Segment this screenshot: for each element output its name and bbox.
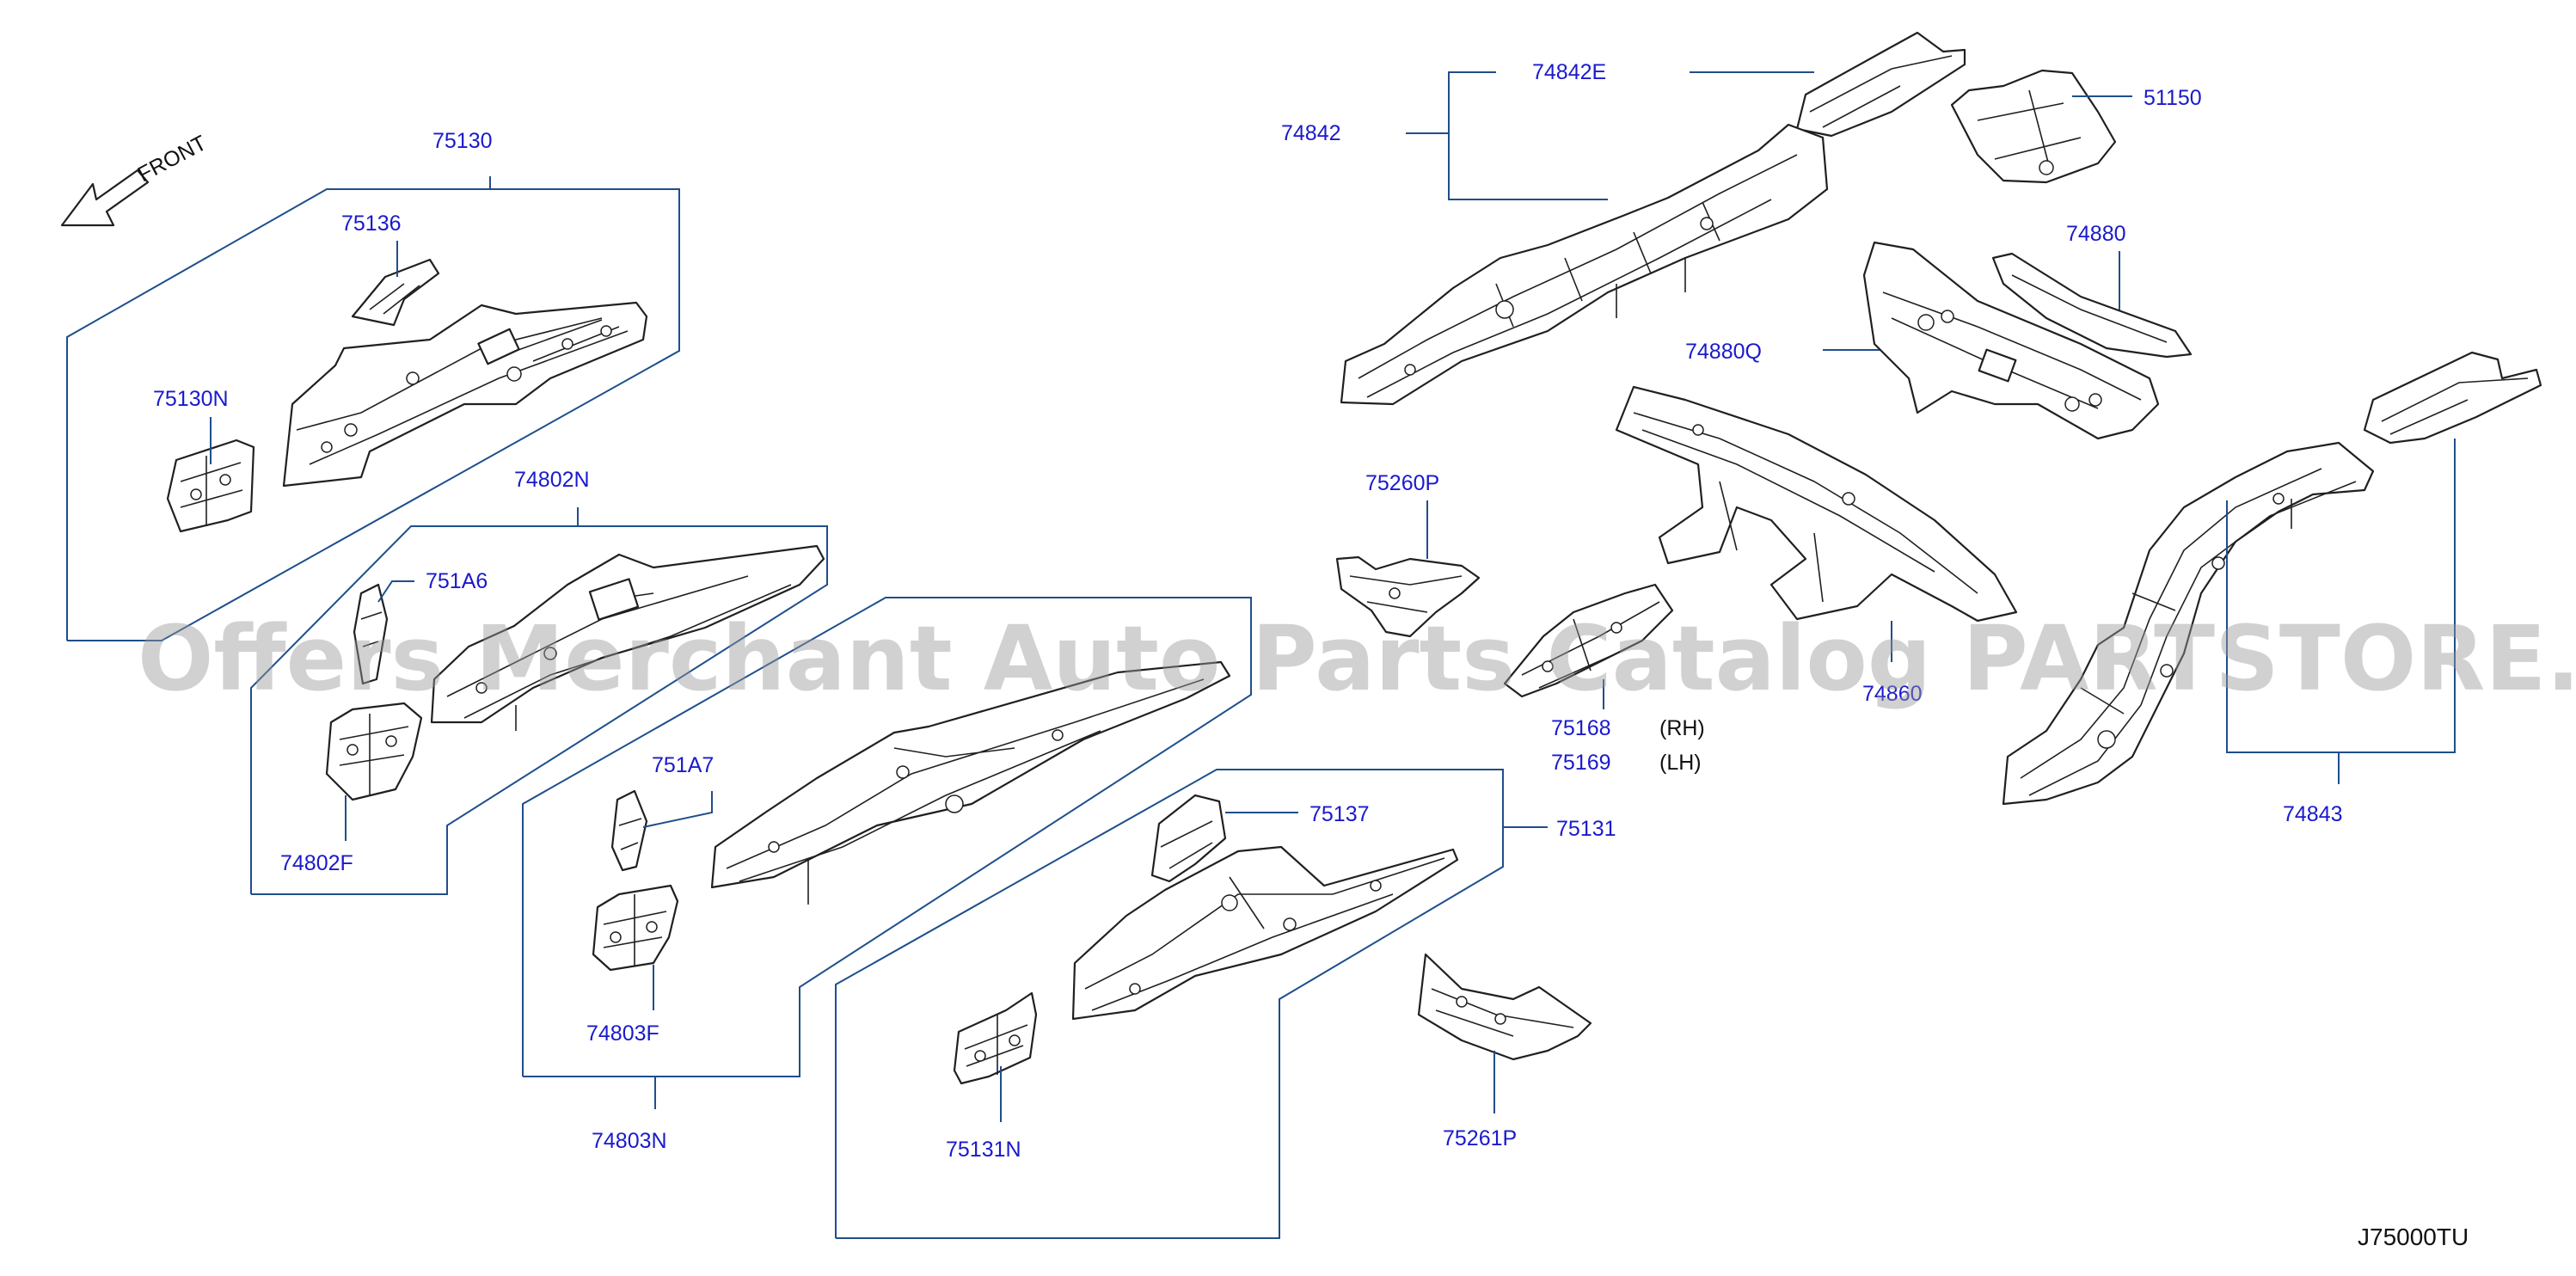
callout-75136[interactable]: 75136 [341,212,402,236]
callout-74880[interactable]: 74880 [2066,222,2126,246]
callout-74802F[interactable]: 74802F [280,851,353,875]
lh-note: (LH) [1659,751,1702,775]
part-74880[interactable] [1991,252,2193,359]
part-51150[interactable] [1950,69,2117,184]
group-74803N: 74803N 751A7 74803F [522,597,1252,1153]
callout-75169[interactable]: 75169 [1551,751,1611,775]
group-75260P: 75260P [1335,471,1481,638]
part-75261P[interactable] [1417,953,1592,1061]
bracket-75130 [66,188,680,641]
group-75261P: 75261P [1417,953,1592,1150]
group-51150: 51150 [1950,69,2202,184]
callout-75137[interactable]: 75137 [1309,802,1370,826]
leader-751A7 [642,791,713,828]
group-74860: 74860 [1615,385,2018,706]
callout-74803F[interactable]: 74803F [586,1021,659,1046]
group-74880: 74880 74880Q [1685,222,2193,440]
callout-751A6[interactable]: 751A6 [426,569,488,593]
part-74843-extension[interactable] [2363,351,2542,445]
callout-74843[interactable]: 74843 [2283,802,2343,826]
callout-75130[interactable]: 75130 [432,129,493,153]
bracket-74842 [1448,71,1608,200]
callout-74860[interactable]: 74860 [1862,682,1923,706]
callout-75131N[interactable]: 75131N [946,1138,1021,1162]
group-74802N: 74802N 751A6 74802F [250,468,828,895]
group-74842: 74842E 74842 [1281,31,1966,406]
bracket-74802N [250,525,828,895]
part-75136[interactable] [351,258,440,327]
leader-751A6 [377,580,414,603]
front-arrow: FRONT [60,131,211,227]
group-75131: 75131 75137 75131N [835,769,1616,1239]
callout-74803N[interactable]: 74803N [592,1129,667,1153]
bracket-74803N [522,597,1252,1077]
part-75260P[interactable] [1335,555,1481,638]
callout-74802N[interactable]: 74802N [514,468,590,492]
callout-75261P[interactable]: 75261P [1443,1126,1517,1150]
part-74842E[interactable] [1795,31,1966,138]
part-75137[interactable] [1150,794,1227,883]
callout-51150[interactable]: 51150 [2144,86,2202,110]
part-75130N[interactable] [166,439,255,533]
bracket-75131 [835,769,1504,1239]
group-75130: 75130 75136 75130N [66,129,680,641]
part-751A7[interactable] [610,789,648,872]
part-74843-member[interactable] [2002,441,2375,806]
front-label: FRONT [134,131,211,187]
callout-75131[interactable]: 75131 [1556,817,1616,841]
callout-74842[interactable]: 74842 [1281,121,1341,145]
callout-75130N[interactable]: 75130N [153,387,229,411]
callout-751A7[interactable]: 751A7 [652,753,714,777]
part-74802F[interactable] [325,702,423,801]
callout-74842E[interactable]: 74842E [1532,60,1606,84]
part-74803F[interactable] [592,884,679,972]
diagram-code: J75000TU [2358,1224,2469,1250]
part-751A6[interactable] [353,583,389,685]
bracket-74843 [2226,439,2456,753]
group-75168: 75168 (RH) 75169 (LH) [1503,583,1705,775]
callout-75260P[interactable]: 75260P [1365,471,1439,495]
front-arrow-icon [60,169,150,227]
callout-74880Q[interactable]: 74880Q [1685,340,1762,364]
part-74803N-member[interactable] [710,660,1231,889]
part-75131-member[interactable] [1071,845,1459,1021]
group-74843: 74843 [2002,351,2542,826]
watermark: Offers Merchant Auto Parts Catalog PARTS… [138,606,2576,711]
part-74802N-member[interactable] [430,544,825,724]
rh-note: (RH) [1659,716,1705,740]
part-75131N[interactable] [953,991,1038,1085]
callout-75168[interactable]: 75168 [1551,716,1611,740]
